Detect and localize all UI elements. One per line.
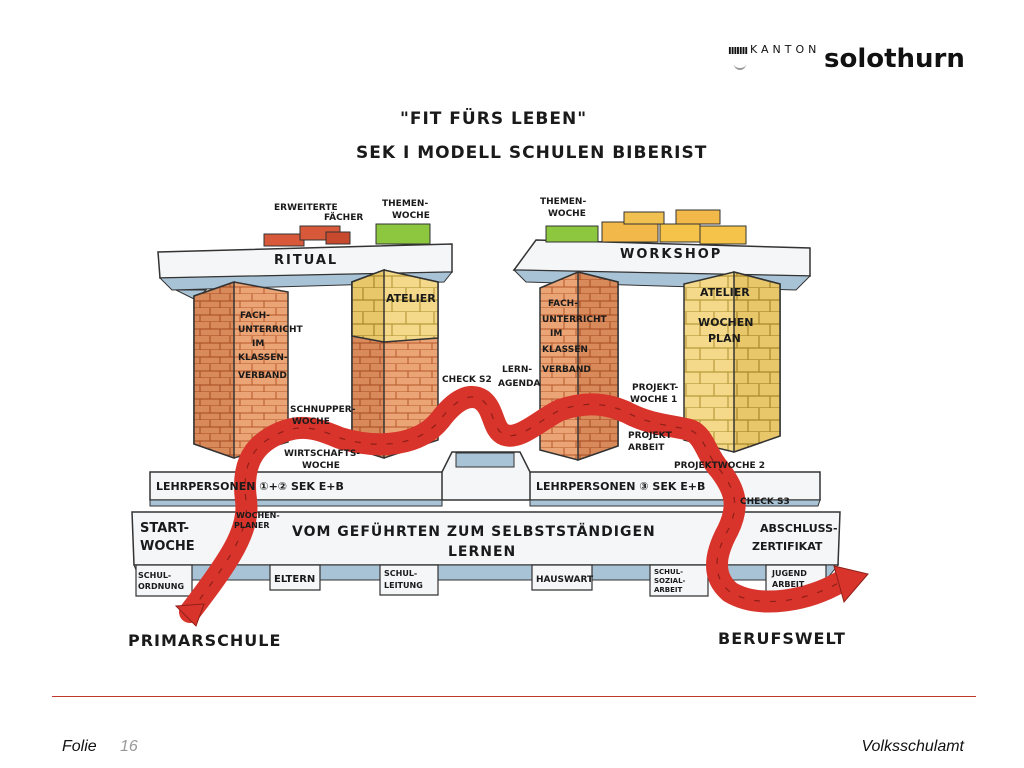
label-workshop: WORKSHOP — [620, 247, 722, 262]
label-wirtschaftswoche-2: WOCHE — [302, 461, 340, 471]
pillar-right-fach-line: UNTERRICHT — [542, 315, 607, 325]
label-erweiterte: ERWEITERTE — [274, 203, 338, 213]
label-wochenplaner-2: PLANER — [234, 521, 269, 530]
pillar-right-fach-line: FACH- — [548, 299, 578, 309]
wochenplan-line-2: PLAN — [708, 332, 741, 345]
footer-volksschulamt: Volksschulamt — [861, 738, 964, 755]
label-ritual: RITUAL — [274, 253, 338, 268]
footer-slide-number: 16 — [120, 738, 138, 755]
label-projektwoche1-1: PROJEKT- — [632, 383, 678, 393]
label-lernagenda-2: AGENDA — [498, 379, 541, 389]
label-abschluss-1: ABSCHLUSS- — [760, 522, 838, 535]
label-themenwoche-left-2: WOCHE — [392, 211, 430, 221]
label-startwoche-1: START- — [140, 521, 189, 536]
label-lehrpersonen-right: LEHRPERSONEN ③ SEK E+B — [536, 480, 705, 493]
label-check-s2: CHECK S2 — [442, 375, 492, 385]
label-wirtschaftswoche-1: WIRTSCHAFTS- — [284, 449, 360, 459]
pillar-right-fach-line: VERBAND — [542, 365, 591, 375]
logo-solothurn: solothurn — [824, 44, 965, 74]
label-schnupperwoche-2: WOCHE — [292, 417, 330, 427]
pillar-right-fach-text: FACH- UNTERRICHT IM KLASSEN VERBAND — [542, 299, 607, 375]
label-schulleitung-2: LEITUNG — [384, 581, 423, 590]
middle-deck — [149, 451, 821, 507]
label-sozialarbeit-3: ARBEIT — [654, 586, 683, 594]
label-schulordnung-1: SCHUL- — [138, 571, 171, 580]
label-sozialarbeit-1: SCHUL- — [654, 568, 683, 576]
pillar-right-atelier — [683, 271, 781, 454]
label-wochenplaner-1: WOCHEN- — [236, 511, 280, 520]
label-jugendarbeit-2: ARBEIT — [772, 580, 805, 589]
label-lehrpersonen-left: LEHRPERSONEN ①+② SEK E+B — [156, 480, 344, 493]
label-schnupperwoche-1: SCHNUPPER- — [290, 405, 356, 415]
pillar-left-fach-line: FACH- — [240, 311, 270, 321]
label-projektwoche1-2: WOCHE 1 — [630, 395, 677, 405]
label-lernagenda-1: LERN- — [502, 365, 532, 375]
logo-hook-icon — [734, 60, 746, 70]
pillar-left-fach — [193, 280, 289, 460]
label-base-center-2: LERNEN — [448, 544, 516, 560]
label-base-center-1: VOM GEFÜHRTEN ZUM SELBSTSTÄNDIGEN — [292, 522, 656, 540]
logo-bars: IIIIIII — [728, 46, 748, 57]
label-berufswelt: BERUFSWELT — [718, 629, 846, 648]
title-line1: "FIT FÜRS LEBEN" — [400, 107, 587, 129]
pillar-left-fach-line: VERBAND — [238, 371, 287, 381]
logo-kanton: KANTON — [750, 43, 821, 56]
pillar-right-fach-line: KLASSEN — [542, 345, 588, 355]
label-hauswart: HAUSWART — [536, 575, 594, 585]
pillar-left-fach-line: IM — [252, 339, 264, 349]
label-themenwoche-left-1: THEMEN- — [382, 199, 428, 209]
label-startwoche-2: WOCHE — [140, 539, 195, 554]
pillar-left-fach-line: UNTERRICHT — [238, 325, 303, 335]
base-platform — [131, 511, 841, 597]
top-blocks-left — [263, 223, 431, 247]
label-eltern: ELTERN — [274, 574, 315, 585]
label-schulleitung-1: SCHUL- — [384, 569, 417, 578]
label-jugendarbeit-1: JUGEND — [771, 569, 807, 578]
pillar-left-fach-text: FACH- UNTERRICHT IM KLASSEN- VERBAND — [238, 311, 303, 381]
title-line2: SEK I MODELL SCHULEN BIBERIST — [356, 143, 707, 163]
label-projektwoche2: PROJEKTWOCHE 2 — [674, 461, 765, 471]
label-projektarbeit-2: ARBEIT — [628, 443, 665, 453]
label-check-s3: CHECK S3 — [740, 497, 790, 507]
pillar-left-atelier-label: ATELIER — [386, 292, 436, 305]
label-abschluss-2: ZERTIFIKAT — [752, 540, 823, 553]
label-projektarbeit-1: PROJEKT — [628, 431, 673, 441]
label-themenwoche-right-2: WOCHE — [548, 209, 586, 219]
footer-divider — [52, 696, 976, 697]
label-primarschule: PRIMARSCHULE — [128, 631, 281, 650]
pillar-left-atelier — [351, 268, 439, 460]
kanton-solothurn-logo: IIIIIII KANTON solothurn — [728, 42, 978, 74]
pillar-right-atelier-label: ATELIER — [700, 286, 750, 299]
label-themenwoche-right-1: THEMEN- — [540, 197, 586, 207]
red-ribbon — [174, 386, 869, 627]
top-blocks-right — [545, 209, 747, 245]
footer-folie-label: Folie — [62, 738, 97, 755]
wochenplan-line-1: WOCHEN — [698, 316, 753, 329]
school-model-diagram: "FIT FÜRS LEBEN" SEK I MODELL SCHULEN BI… — [128, 107, 869, 650]
label-sozialarbeit-2: SOZIAL- — [654, 577, 686, 585]
label-faecher: FÄCHER — [324, 212, 363, 223]
pillar-left-fach-line: KLASSEN- — [238, 353, 288, 363]
label-schulordnung-2: ORDNUNG — [138, 582, 184, 591]
pillar-right-fach-line: IM — [550, 329, 562, 339]
